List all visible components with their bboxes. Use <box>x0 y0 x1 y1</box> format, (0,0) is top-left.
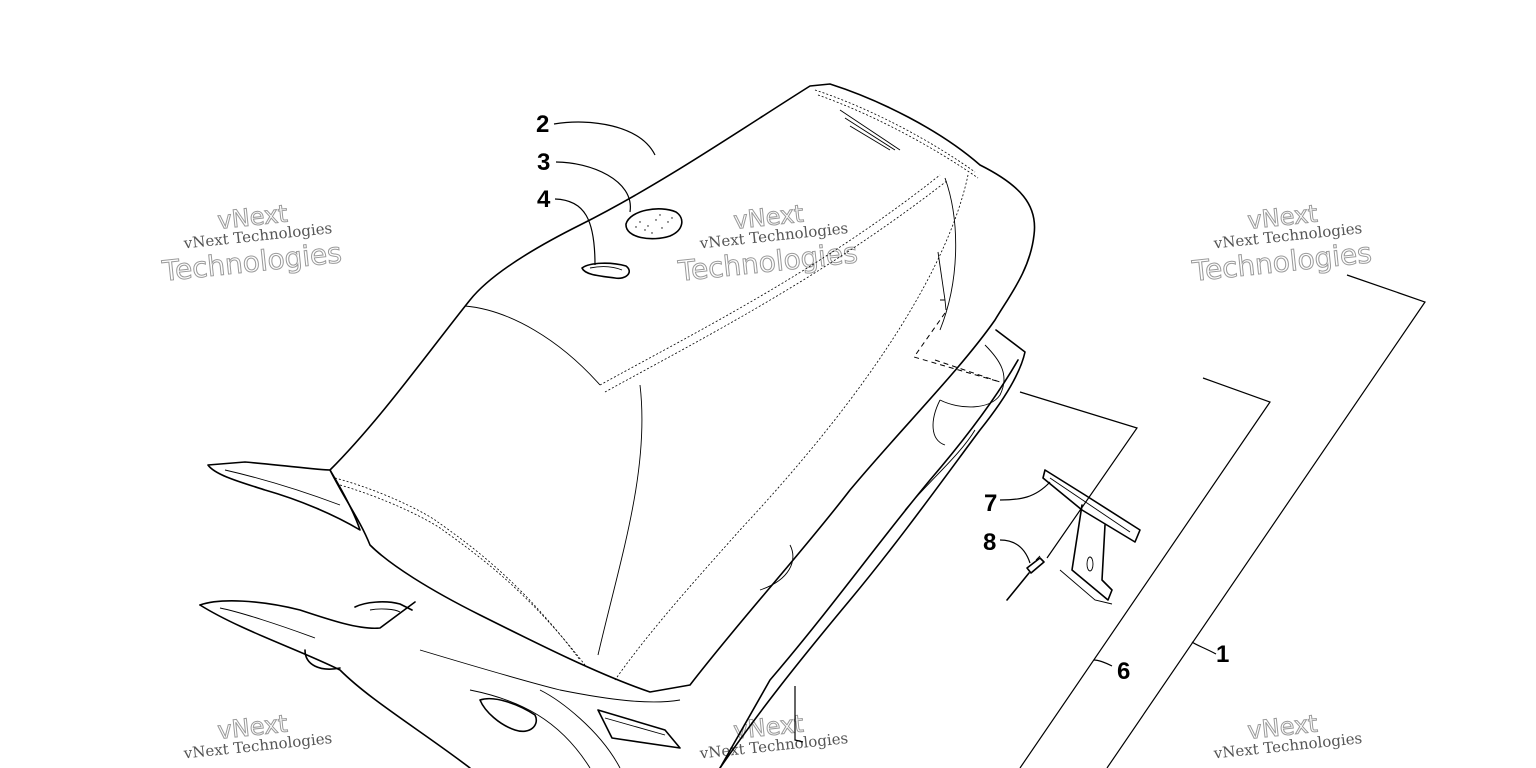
seat-front-flap <box>207 461 361 531</box>
watermark-4: vNext vNext Technologies <box>182 709 333 762</box>
patch-3 <box>625 208 683 240</box>
rivet-8 <box>1006 555 1045 601</box>
callout-3: 3 <box>537 149 550 176</box>
watermark-5: vNext vNext Technologies <box>698 709 849 762</box>
seat-pan <box>199 329 1026 768</box>
watermark-2: vNext vNext Technologies Technologies <box>675 199 859 288</box>
callout-2: 2 <box>536 111 549 138</box>
watermark-6: vNext vNext Technologies <box>1212 709 1363 762</box>
seat-cover <box>329 83 1036 693</box>
hidden-lines <box>913 312 1001 383</box>
callout-4: 4 <box>537 186 551 213</box>
callout-6: 6 <box>1117 658 1130 685</box>
callout-8: 8 <box>983 529 996 556</box>
bracket-7 <box>1042 469 1141 605</box>
callout-7: 7 <box>984 490 997 517</box>
watermark-3: vNext vNext Technologies Technologies <box>1189 199 1373 288</box>
callout-1: 1 <box>1216 641 1229 668</box>
assembly-leaders <box>794 274 1426 768</box>
patch-4 <box>581 262 630 280</box>
callout-leaders <box>553 121 1217 667</box>
watermark-1: vNext vNext Technologies Technologies <box>159 199 343 288</box>
